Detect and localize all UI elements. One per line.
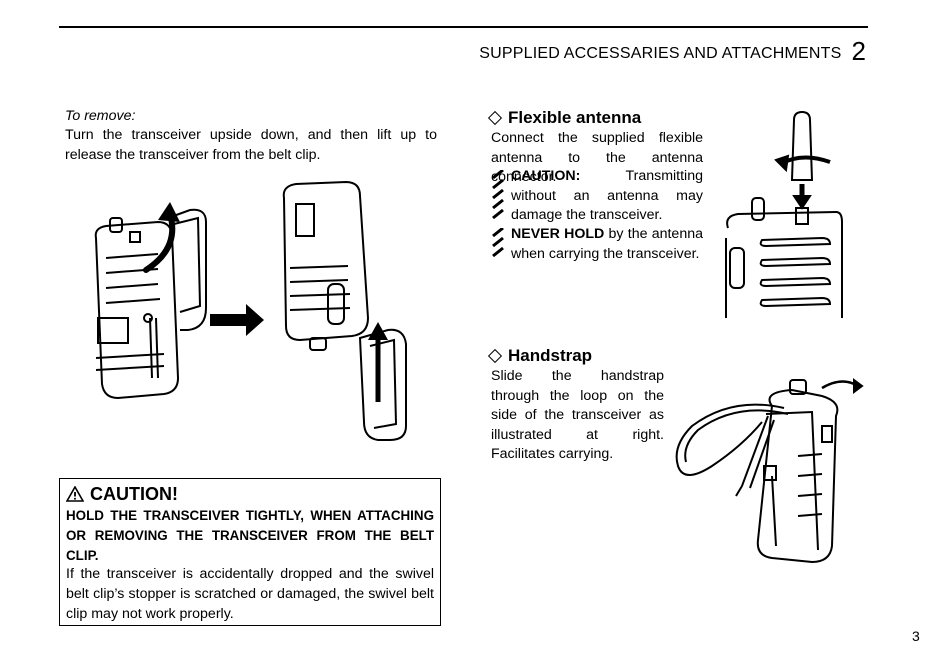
section-title: SUPPLIED ACCESSARIES AND ATTACHMENTS [479,45,842,62]
flexible-antenna-text: Connect the supplied flexible antenna to… [491,130,703,186]
header-rule [59,26,868,28]
antenna-caution-note: CAUTION: Transmitting without an antenna… [491,167,703,226]
handstrap-title: Handstrap [508,346,593,365]
to-remove-label: To remove: [65,108,136,124]
hatch-note-icon [492,170,504,220]
chapter-number: 2 [851,36,866,66]
handstrap-text: Slide the handstrap through the loop on … [491,368,664,463]
flexible-antenna-heading: Flexible antenna [487,108,641,128]
page-number: 3 [912,628,920,644]
caution-box: CAUTION! HOLD THE TRANSCEIVER TIGHTLY, W… [59,478,441,626]
caution-text: Transmitting without an antenna may dama… [511,168,703,224]
caution-bold-text: HOLD THE TRANSCEIVER TIGHTLY, WHEN ATTAC… [66,508,434,563]
diamond-bullet-icon [487,110,503,125]
caution-label: CAUTION: [511,168,581,184]
page-header: SUPPLIED ACCESSARIES AND ATTACHMENTS 2 [479,36,866,67]
to-remove-text: Turn the transceiver upside down, and th… [65,127,437,163]
belt-clip-removal-illustration [94,180,407,441]
handstrap-illustration [675,378,864,564]
hatch-note-icon [492,228,504,258]
caution-title: CAUTION! [90,484,178,504]
flexible-antenna-title: Flexible antenna [508,108,642,127]
warning-triangle-icon [66,486,84,502]
diamond-bullet-icon [487,348,503,363]
never-hold-label: NEVER HOLD [511,226,605,242]
caution-heading: CAUTION! [66,482,434,506]
handstrap-heading: Handstrap [487,346,592,366]
caution-body-text: If the transceiver is accidentally dropp… [66,566,434,622]
never-hold-note: NEVER HOLD by the antenna when carrying … [491,225,703,264]
never-hold-text: by the antenna when carrying the transce… [511,226,703,262]
antenna-connect-illustration [725,110,843,318]
